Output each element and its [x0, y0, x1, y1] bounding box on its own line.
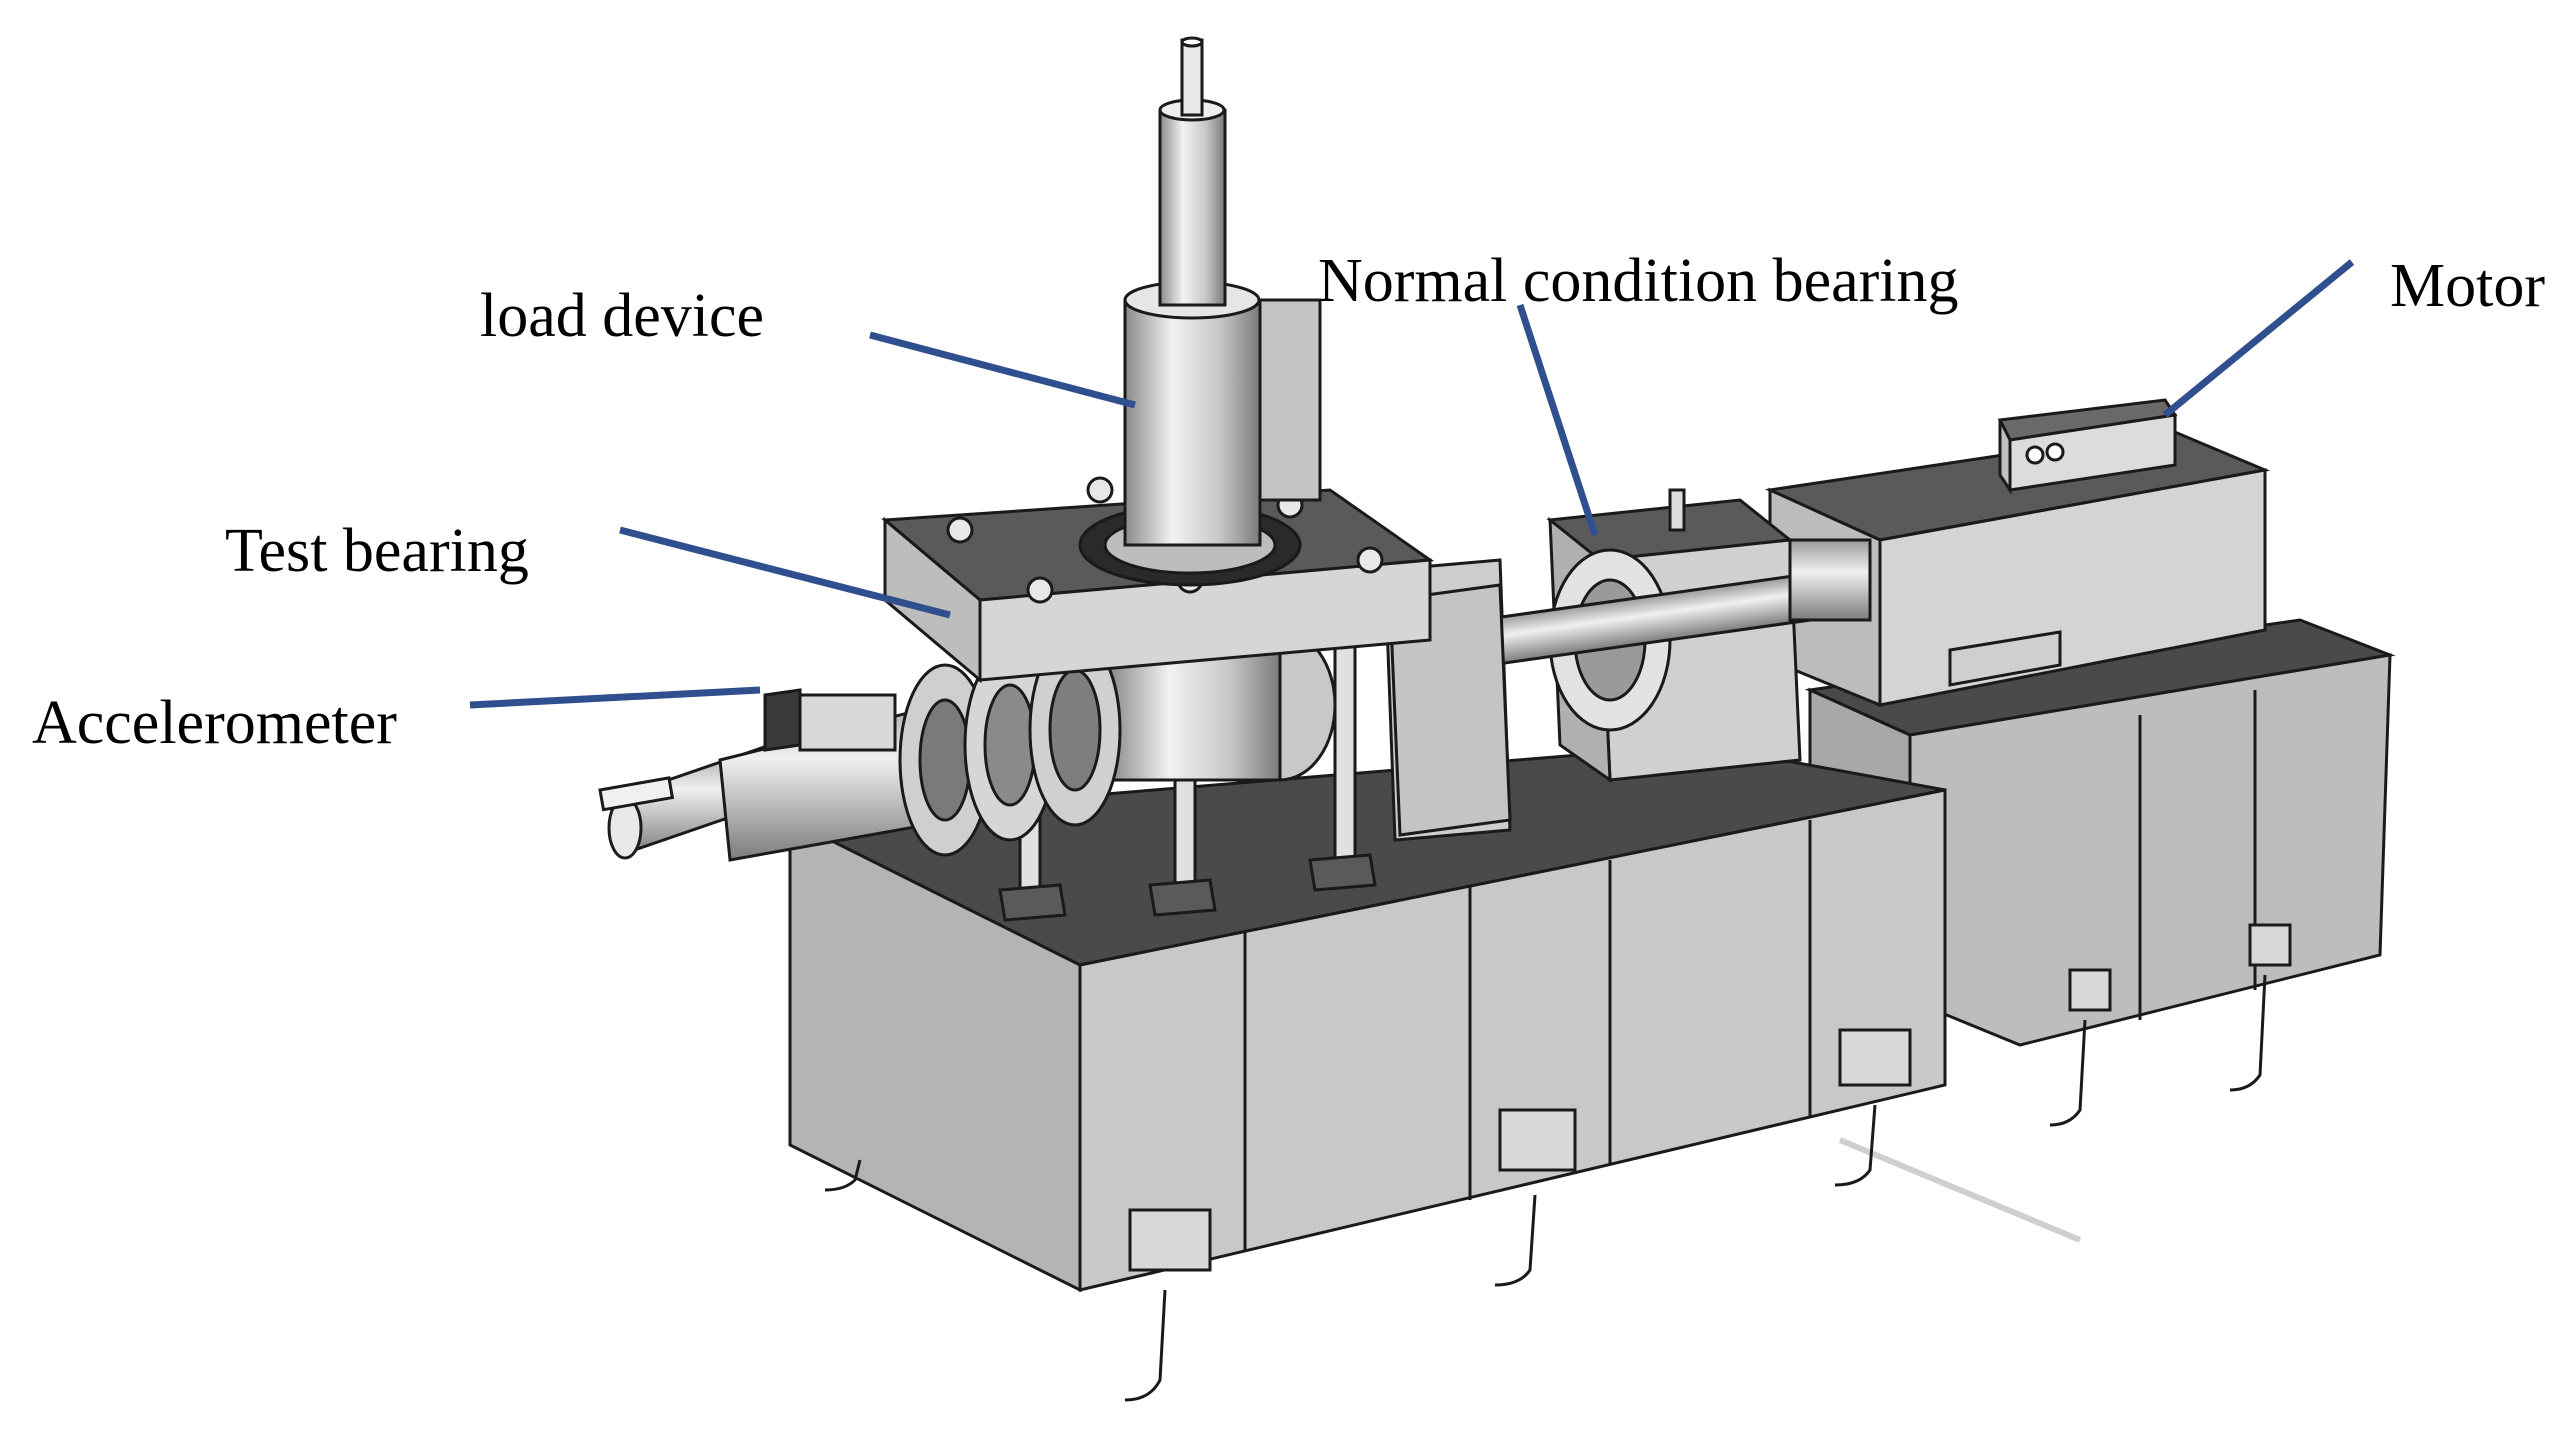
- label-normal-condition-bearing: Normal condition bearing: [1318, 247, 1959, 315]
- main-shaft: [1478, 538, 1872, 668]
- leader-line-motor: [2162, 259, 2355, 418]
- label-accelerometer: Accelerometer: [32, 689, 397, 757]
- load-device-cylinders: [1123, 36, 1322, 547]
- floor-shadow: [1838, 1137, 2082, 1243]
- test-station: [598, 36, 1512, 922]
- leader-line-test-bearing: [619, 526, 951, 619]
- leader-lines: [469, 259, 2355, 709]
- leader-line-normal-bearing: [1516, 303, 1599, 537]
- leader-line-load-device: [869, 331, 1136, 409]
- label-load-device: load device: [480, 282, 765, 350]
- label-motor: Motor: [2390, 252, 2545, 320]
- leader-line-accelerometer: [469, 686, 761, 709]
- label-test-bearing: Test bearing: [225, 517, 529, 585]
- test-bearing-rings: [898, 633, 1122, 857]
